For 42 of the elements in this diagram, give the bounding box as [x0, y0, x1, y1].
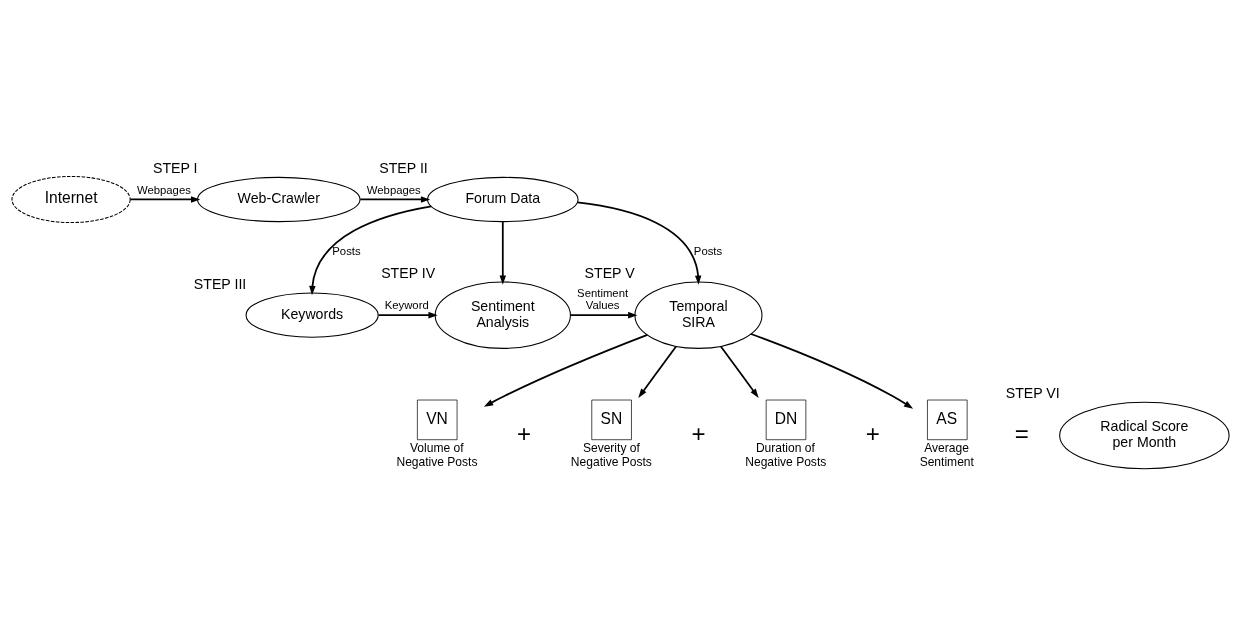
node-box: AS	[927, 399, 968, 440]
node-label: STEP IV	[381, 264, 436, 281]
arrow	[483, 333, 649, 407]
node-ellipse: Radical Score per Month	[1059, 401, 1230, 469]
node-label: Severity of Negative Posts	[570, 440, 652, 469]
edge-label: Webpages	[366, 183, 421, 196]
node-label: STEP III	[193, 275, 247, 292]
node-label: Average Sentiment	[919, 440, 974, 469]
node-box: SN	[591, 399, 632, 440]
arrow	[377, 311, 438, 318]
node-box: VN	[417, 399, 458, 440]
node-label: STEP II	[379, 159, 428, 176]
node-ellipse: Sentiment Analysis	[434, 280, 571, 349]
edge-label: Keyword	[384, 298, 429, 311]
arrow	[750, 332, 914, 409]
arrow	[359, 195, 431, 203]
arrow	[719, 344, 759, 398]
node-ellipse: Temporal SIRA	[634, 280, 763, 349]
label: +	[865, 419, 880, 447]
edge-label: Posts	[332, 244, 361, 257]
arrow	[129, 195, 201, 203]
label: +	[691, 419, 706, 447]
edge-label: Posts	[693, 244, 723, 257]
edge-label: Webpages	[136, 183, 191, 196]
node-label: STEP I	[152, 159, 198, 176]
arrow	[499, 220, 507, 285]
label: +	[517, 419, 532, 447]
arrow	[638, 344, 678, 398]
node-label: Duration of Negative Posts	[745, 440, 827, 469]
node-ellipse: Forum Data	[427, 176, 579, 222]
arrow	[569, 311, 638, 318]
node-box: DN	[765, 399, 807, 440]
node-label: STEP VI	[1005, 384, 1060, 401]
node-label: Volume of Negative Posts	[396, 440, 478, 469]
edge-label: Sentiment Values	[577, 286, 629, 311]
node-label: STEP V	[584, 264, 635, 281]
node-ellipse: Keywords	[245, 292, 379, 338]
label: =	[1014, 419, 1029, 447]
node-ellipse: Internet	[11, 175, 131, 223]
arrow	[576, 201, 702, 285]
arrow	[309, 204, 433, 295]
node-ellipse: Web-Crawler	[197, 176, 361, 222]
